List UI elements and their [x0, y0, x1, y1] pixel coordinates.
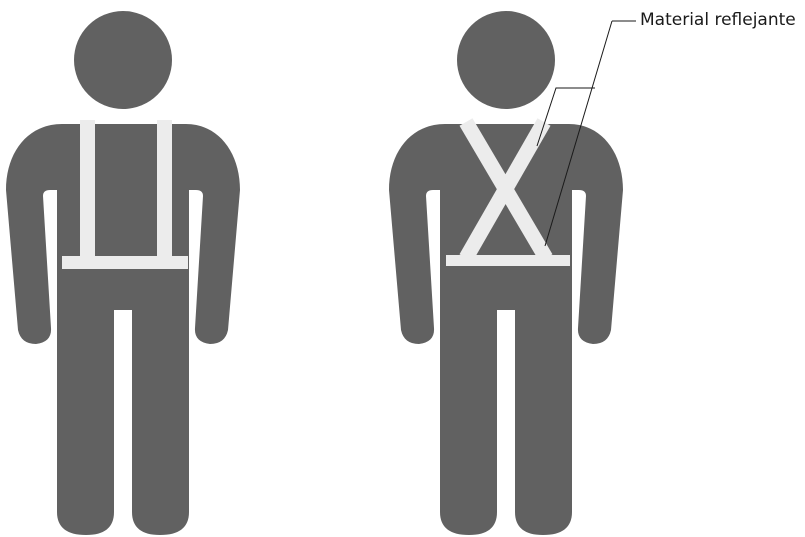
- waist-strap: [62, 256, 188, 269]
- right-suspender-strap: [157, 120, 172, 260]
- right-person: [389, 11, 623, 535]
- left-person: [6, 11, 240, 535]
- reflective-material-label: Material reflejante: [640, 10, 796, 30]
- left-suspender-strap: [80, 120, 95, 260]
- right-person-head: [457, 11, 555, 109]
- left-person-body: [6, 124, 240, 535]
- waist-strap: [446, 255, 570, 266]
- left-person-head: [74, 11, 172, 109]
